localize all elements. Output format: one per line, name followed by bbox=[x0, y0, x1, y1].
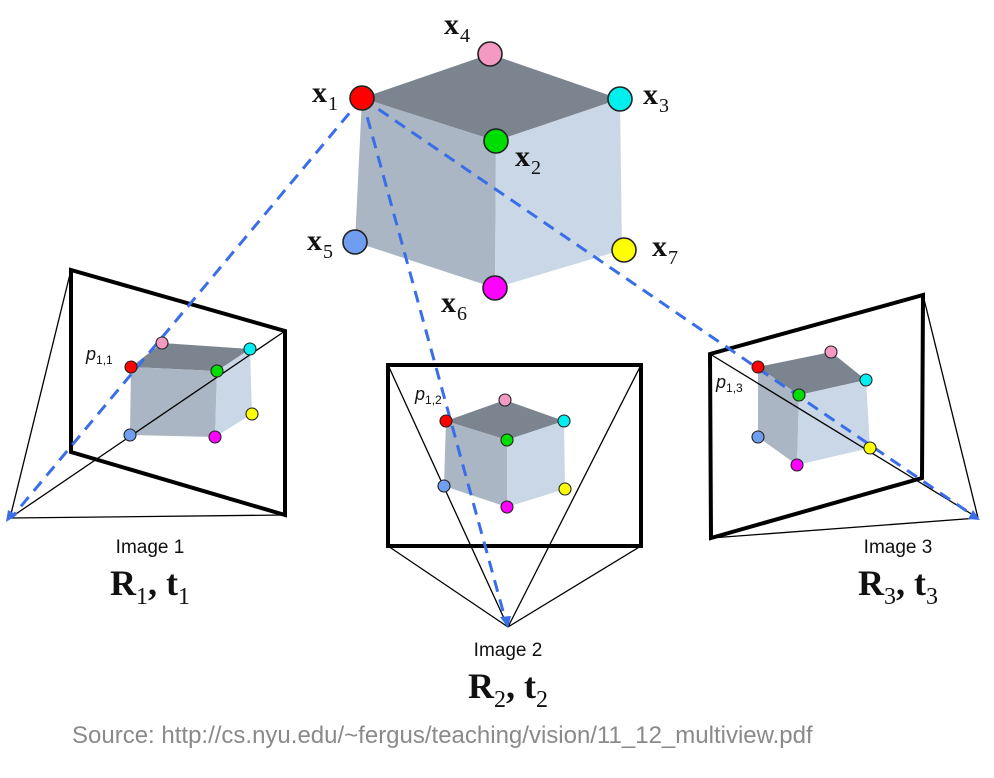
world-point-x4-marker bbox=[477, 41, 503, 67]
frustum-edge bbox=[507, 545, 642, 628]
world-cube bbox=[355, 54, 622, 288]
label-x2: x2 bbox=[515, 140, 541, 179]
label-p13: p1,3 bbox=[716, 372, 743, 395]
img2-point-5-marker bbox=[437, 479, 451, 493]
ray-to-x7 bbox=[709, 353, 979, 519]
label-p11: p1,1 bbox=[86, 344, 113, 367]
frustum-edge bbox=[387, 545, 509, 628]
world-point-x3-marker bbox=[607, 86, 633, 112]
img1-point-5-marker bbox=[123, 428, 137, 442]
world-point-x5-marker bbox=[342, 229, 368, 255]
img3-point-5-marker bbox=[751, 430, 765, 444]
world-point-x2-marker bbox=[483, 128, 509, 154]
img3-point-7-marker bbox=[863, 441, 877, 455]
image-1-cube-top bbox=[131, 343, 250, 371]
image-3-cube-left bbox=[758, 367, 799, 465]
label-x4: x4 bbox=[444, 8, 470, 47]
point-markers bbox=[123, 41, 877, 514]
label-x5: x5 bbox=[307, 224, 333, 263]
cube-left-face bbox=[355, 98, 496, 288]
img1-point-2-marker bbox=[210, 364, 224, 378]
frustum-edge bbox=[922, 294, 979, 519]
img2-point-6-marker bbox=[500, 500, 514, 514]
image-2-cube-right bbox=[507, 421, 565, 507]
img1-point-7-marker bbox=[245, 407, 259, 421]
camera-1 bbox=[9, 267, 287, 519]
world-point-x6-marker bbox=[482, 275, 508, 301]
image-3-pose: R3, t3 bbox=[858, 563, 938, 610]
image-1-pose: R1, t1 bbox=[110, 563, 190, 610]
label-x1: x1 bbox=[312, 76, 338, 115]
img2-point-3-marker bbox=[557, 414, 571, 428]
img1-point-6-marker bbox=[208, 430, 222, 444]
img3-point-1-marker bbox=[751, 360, 765, 374]
ray-x1-to-camera-3 bbox=[361, 96, 975, 518]
image-2-title: Image 2 bbox=[473, 640, 543, 661]
img3-point-4-marker bbox=[824, 345, 838, 359]
camera-3 bbox=[707, 292, 979, 541]
world-point-x1-marker bbox=[349, 85, 375, 111]
image-1-cube-side bbox=[215, 349, 252, 437]
frustum-edge bbox=[507, 364, 642, 628]
img2-point-7-marker bbox=[558, 482, 572, 496]
image-2-cube bbox=[444, 400, 565, 507]
image-2-pose: R2, t2 bbox=[468, 666, 548, 713]
cube-right-face bbox=[495, 99, 622, 288]
image-3-cube bbox=[758, 352, 870, 465]
img3-point-6-marker bbox=[790, 458, 804, 472]
source-citation: Source: http://cs.nyu.edu/~fergus/teachi… bbox=[72, 722, 813, 749]
img1-point-3-marker bbox=[243, 342, 257, 356]
frustum-edge bbox=[9, 514, 286, 519]
camera-2 bbox=[386, 363, 643, 628]
frustum-edge bbox=[9, 269, 72, 519]
label-x6: x6 bbox=[441, 286, 467, 325]
frustum-edge bbox=[387, 364, 509, 628]
image-1-cube-front bbox=[130, 367, 217, 437]
img3-point-2-marker bbox=[792, 388, 806, 402]
projection-rays bbox=[6, 96, 980, 628]
cube-top-face bbox=[362, 54, 620, 141]
image-3-cube-top bbox=[758, 352, 866, 395]
image-3-cube-right bbox=[797, 380, 870, 465]
image-1-title: Image 1 bbox=[115, 537, 185, 558]
img1-point-4-marker bbox=[155, 336, 169, 350]
image-2-cube-left bbox=[444, 421, 507, 507]
img2-point-1-marker bbox=[439, 414, 453, 428]
img3-point-3-marker bbox=[859, 373, 873, 387]
img2-point-2-marker bbox=[500, 433, 514, 447]
img1-point-1-marker bbox=[124, 360, 138, 374]
label-x3: x3 bbox=[643, 78, 669, 117]
world-point-x7-marker bbox=[611, 237, 637, 263]
ray-arrowhead-camera-2 bbox=[500, 616, 511, 628]
frustum-edge bbox=[710, 517, 979, 539]
ray-arrowhead-camera-3 bbox=[968, 510, 980, 520]
label-x7: x7 bbox=[652, 230, 678, 269]
image-2-cube-top bbox=[446, 400, 564, 440]
img2-point-4-marker bbox=[498, 393, 512, 407]
ray-arrowhead-camera-1 bbox=[6, 510, 17, 522]
ray-to-x5 bbox=[9, 330, 286, 519]
ray-x1-to-camera-1 bbox=[10, 97, 364, 518]
image-1-cube bbox=[130, 343, 252, 437]
image-3-title: Image 3 bbox=[863, 537, 933, 558]
label-p12: p1,2 bbox=[415, 384, 442, 407]
ray-x1-to-camera-2 bbox=[360, 97, 508, 623]
